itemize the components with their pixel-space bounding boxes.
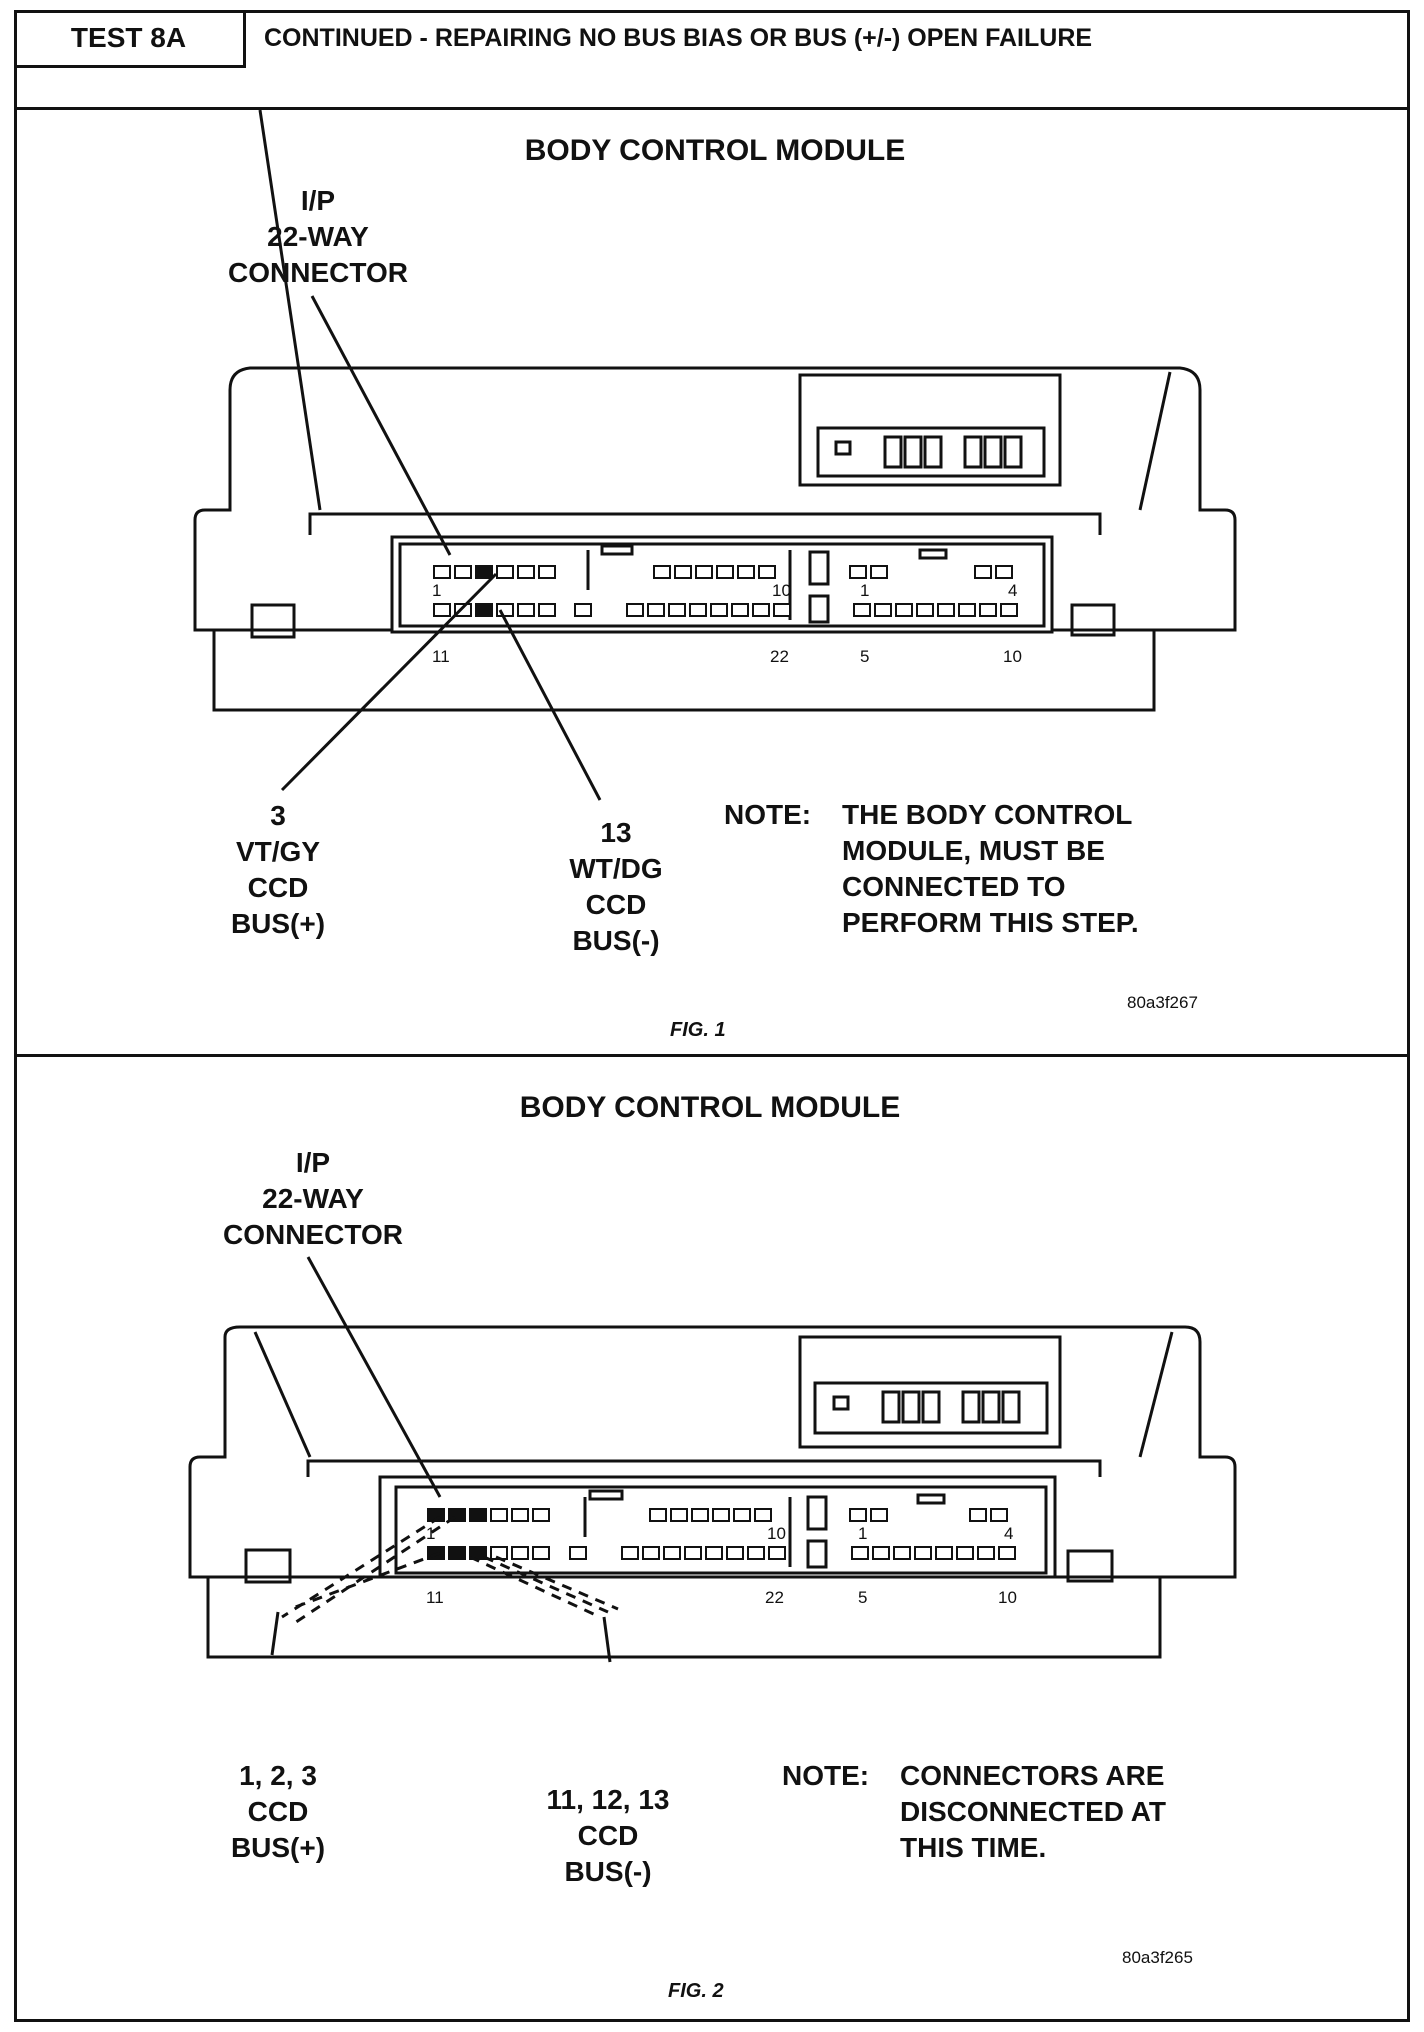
fig2-pin-5: 5 xyxy=(858,1588,867,1607)
fig2-callout-right-3: BUS(-) xyxy=(564,1856,651,1887)
fig1-callout-right-1: 13 xyxy=(600,817,631,848)
fig1-leader-lines xyxy=(280,295,602,801)
fig1-connector-label-2: 22-WAY xyxy=(267,221,369,252)
page-frame xyxy=(14,10,1410,2022)
fig1-title: BODY CONTROL MODULE xyxy=(525,134,906,167)
fig1-pin-1b: 1 xyxy=(860,581,869,600)
fig2-image-id: 80a3f265 xyxy=(1122,1948,1193,1967)
fig1-callout-left-4: BUS(+) xyxy=(231,908,325,939)
fig2-connector-label-1: I/P xyxy=(296,1147,330,1178)
fig1-note-line-2: MODULE, MUST BE xyxy=(842,835,1105,866)
fig1-connector-label-3: CONNECTOR xyxy=(228,257,408,288)
fig2-caption: FIG. 2 xyxy=(668,1980,724,2002)
fig2-pin-10b: 10 xyxy=(998,1588,1017,1607)
fig1-callout-right-4: BUS(-) xyxy=(572,925,659,956)
fig1-pin-1: 1 xyxy=(432,581,441,600)
fig1-pin-13-highlight xyxy=(476,604,492,616)
fig1-connector-label-1: I/P xyxy=(301,185,335,216)
header: TEST 8A CONTINUED - REPAIRING NO BUS BIA… xyxy=(14,10,1410,110)
fig1-note-label: NOTE: xyxy=(724,799,811,830)
fig1-pin-10b: 10 xyxy=(1003,647,1022,666)
fig2-connector-label-2: 22-WAY xyxy=(262,1183,364,1214)
fig2-note-line-2: DISCONNECTED AT xyxy=(900,1796,1166,1827)
fig1-image-id: 80a3f267 xyxy=(1127,993,1198,1012)
test-label: TEST 8A xyxy=(14,10,246,68)
fig2-module-drawing xyxy=(188,1325,1237,1659)
fig2-leader-lines xyxy=(270,1256,612,1663)
fig1-pin-3-highlight xyxy=(476,566,492,578)
fig1-module-drawing xyxy=(193,110,1237,712)
fig1-pin-5: 5 xyxy=(860,647,869,666)
fig1-pin-22: 22 xyxy=(770,647,789,666)
fig1-connector-pins xyxy=(433,565,1018,617)
fig2-callout-right-2: CCD xyxy=(578,1820,639,1851)
fig2-callout-left-2: CCD xyxy=(248,1796,309,1827)
figure-2: BODY CONTROL MODULE I/P 22-WAY CONNECTOR xyxy=(188,1091,1237,2002)
fig2-callout-right-1: 11, 12, 13 xyxy=(546,1784,669,1815)
fig2-pin-11: 11 xyxy=(426,1588,444,1607)
fig1-pin-4: 4 xyxy=(1008,581,1017,600)
fig2-note-label: NOTE: xyxy=(782,1760,869,1791)
fig2-pin-1b: 1 xyxy=(858,1524,867,1543)
fig2-pin-4: 4 xyxy=(1004,1524,1013,1543)
fig1-callout-left-3: CCD xyxy=(248,872,309,903)
fig1-note-line-3: CONNECTED TO xyxy=(842,871,1066,902)
fig1-callout-left-2: VT/GY xyxy=(236,836,320,867)
fig1-callout-left-1: 3 xyxy=(270,800,286,831)
fig1-note-line-1: THE BODY CONTROL xyxy=(842,799,1132,830)
fig1-note-line-4: PERFORM THIS STEP. xyxy=(842,907,1139,938)
header-title: CONTINUED - REPAIRING NO BUS BIAS OR BUS… xyxy=(264,24,1093,52)
fig1-pin-11: 11 xyxy=(432,647,450,666)
figure-divider xyxy=(14,1054,1410,1057)
fig2-pin-1: 1 xyxy=(426,1524,435,1543)
fig1-callout-right-3: CCD xyxy=(586,889,647,920)
fig2-note-line-3: THIS TIME. xyxy=(900,1832,1046,1863)
fig2-callout-left-1: 1, 2, 3 xyxy=(239,1760,317,1791)
fig2-dashed-disconnect-lines xyxy=(281,1515,619,1624)
fig2-connector-label-3: CONNECTOR xyxy=(223,1219,403,1250)
fig1-caption: FIG. 1 xyxy=(670,1019,726,1041)
figure-1: BODY CONTROL MODULE I/P 22-WAY CONNECTOR xyxy=(193,110,1237,1041)
fig1-pin-10: 10 xyxy=(772,581,791,600)
fig2-callout-left-3: BUS(+) xyxy=(231,1832,325,1863)
fig1-callout-right-2: WT/DG xyxy=(569,853,662,884)
fig2-title: BODY CONTROL MODULE xyxy=(520,1091,901,1124)
fig2-note-line-1: CONNECTORS ARE xyxy=(900,1760,1164,1791)
fig2-pin-10: 10 xyxy=(767,1524,786,1543)
fig2-pin-22: 22 xyxy=(765,1588,784,1607)
